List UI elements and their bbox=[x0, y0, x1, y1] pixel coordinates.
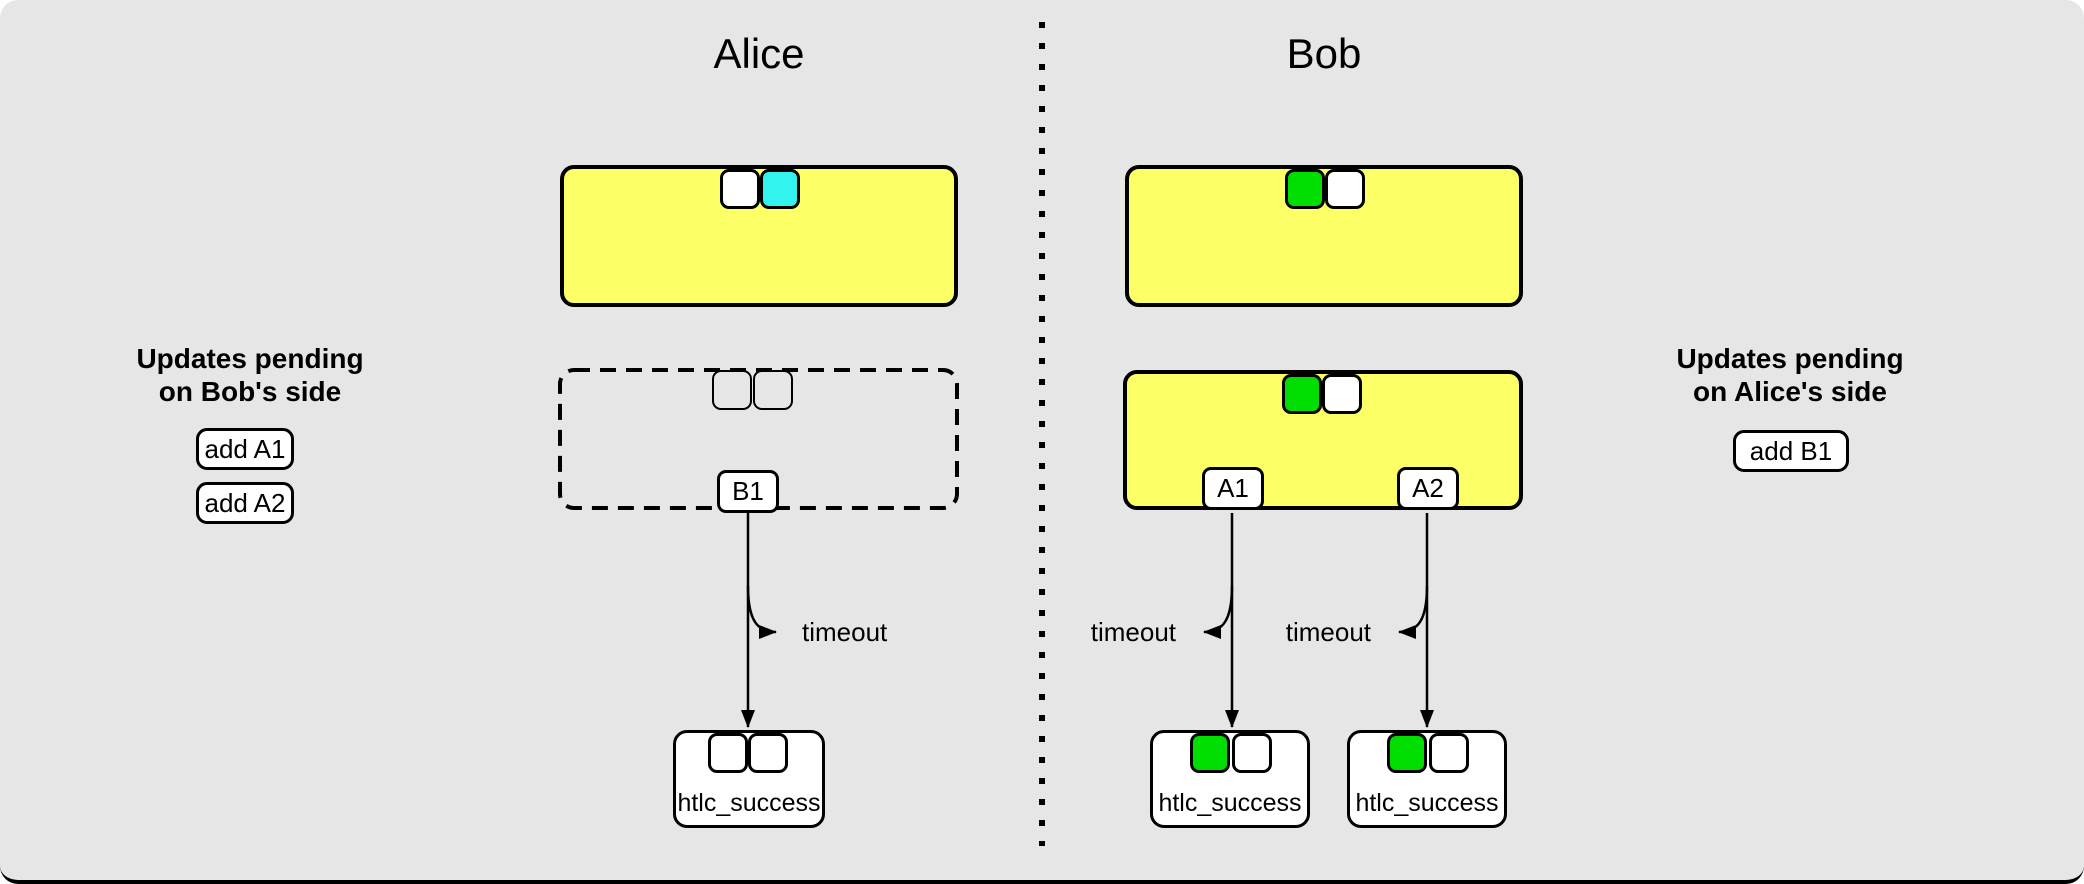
bob-title: Bob bbox=[1286, 30, 1362, 77]
htlc-slot-empty bbox=[720, 169, 760, 209]
alice-commitment-tx bbox=[560, 165, 958, 307]
htlc-slot-outline bbox=[712, 370, 752, 410]
bob-commitment-tx bbox=[1125, 165, 1523, 307]
htlc-slot-outline bbox=[753, 370, 793, 410]
bob-a1-timeout-branch-arrow bbox=[1203, 585, 1234, 639]
add-b1-box: add B1 bbox=[1733, 430, 1849, 472]
htlc-slot-cyan bbox=[760, 169, 800, 209]
left-updates-heading-line1: Updates pending bbox=[136, 343, 364, 374]
left-updates-heading: Updates pending on Bob's side bbox=[120, 342, 380, 408]
add-a1-box: add A1 bbox=[196, 428, 294, 470]
htlc-slot-green bbox=[1285, 169, 1325, 209]
htlc-success-label: htlc_success bbox=[1158, 789, 1302, 817]
right-updates-heading: Updates pending on Alice's side bbox=[1660, 342, 1920, 408]
alice-htlc-success-tx: htlc_success bbox=[673, 730, 825, 828]
right-updates-heading-line2: on Alice's side bbox=[1693, 376, 1887, 407]
htlc-success-label: htlc_success bbox=[677, 789, 821, 817]
htlc-slot-green bbox=[1387, 733, 1427, 773]
bob-a1-timeout-label: timeout bbox=[1091, 617, 1177, 647]
htlc-success-label: htlc_success bbox=[1355, 789, 1499, 817]
left-updates-heading-line2: on Bob's side bbox=[158, 376, 342, 407]
htlc-slot-empty bbox=[708, 733, 748, 773]
alice-timeout-branch-arrow bbox=[746, 585, 777, 639]
htlc-slot-empty bbox=[1325, 169, 1365, 209]
htlc-slot-green bbox=[1190, 733, 1230, 773]
bob-a2-timeout-label: timeout bbox=[1286, 617, 1372, 647]
add-a2-box: add A2 bbox=[196, 482, 294, 524]
output-a2: A2 bbox=[1397, 467, 1459, 510]
htlc-slot-empty bbox=[1322, 374, 1362, 414]
htlc-slot-empty bbox=[1232, 733, 1272, 773]
htlc-slot-empty bbox=[748, 733, 788, 773]
htlc-slot-empty bbox=[1429, 733, 1469, 773]
alice-timeout-label: timeout bbox=[802, 617, 888, 647]
alice-title: Alice bbox=[713, 30, 805, 77]
output-a1: A1 bbox=[1202, 467, 1264, 510]
right-updates-heading-line1: Updates pending bbox=[1676, 343, 1904, 374]
bob-htlc-success-tx-a1: htlc_success bbox=[1150, 730, 1310, 828]
bob-htlc-success-tx-a2: htlc_success bbox=[1347, 730, 1507, 828]
htlc-slot-green bbox=[1282, 374, 1322, 414]
bob-a2-timeout-branch-arrow bbox=[1398, 585, 1429, 639]
output-b1: B1 bbox=[717, 470, 779, 513]
bob-next-commitment-tx: A1 A2 bbox=[1123, 370, 1523, 510]
